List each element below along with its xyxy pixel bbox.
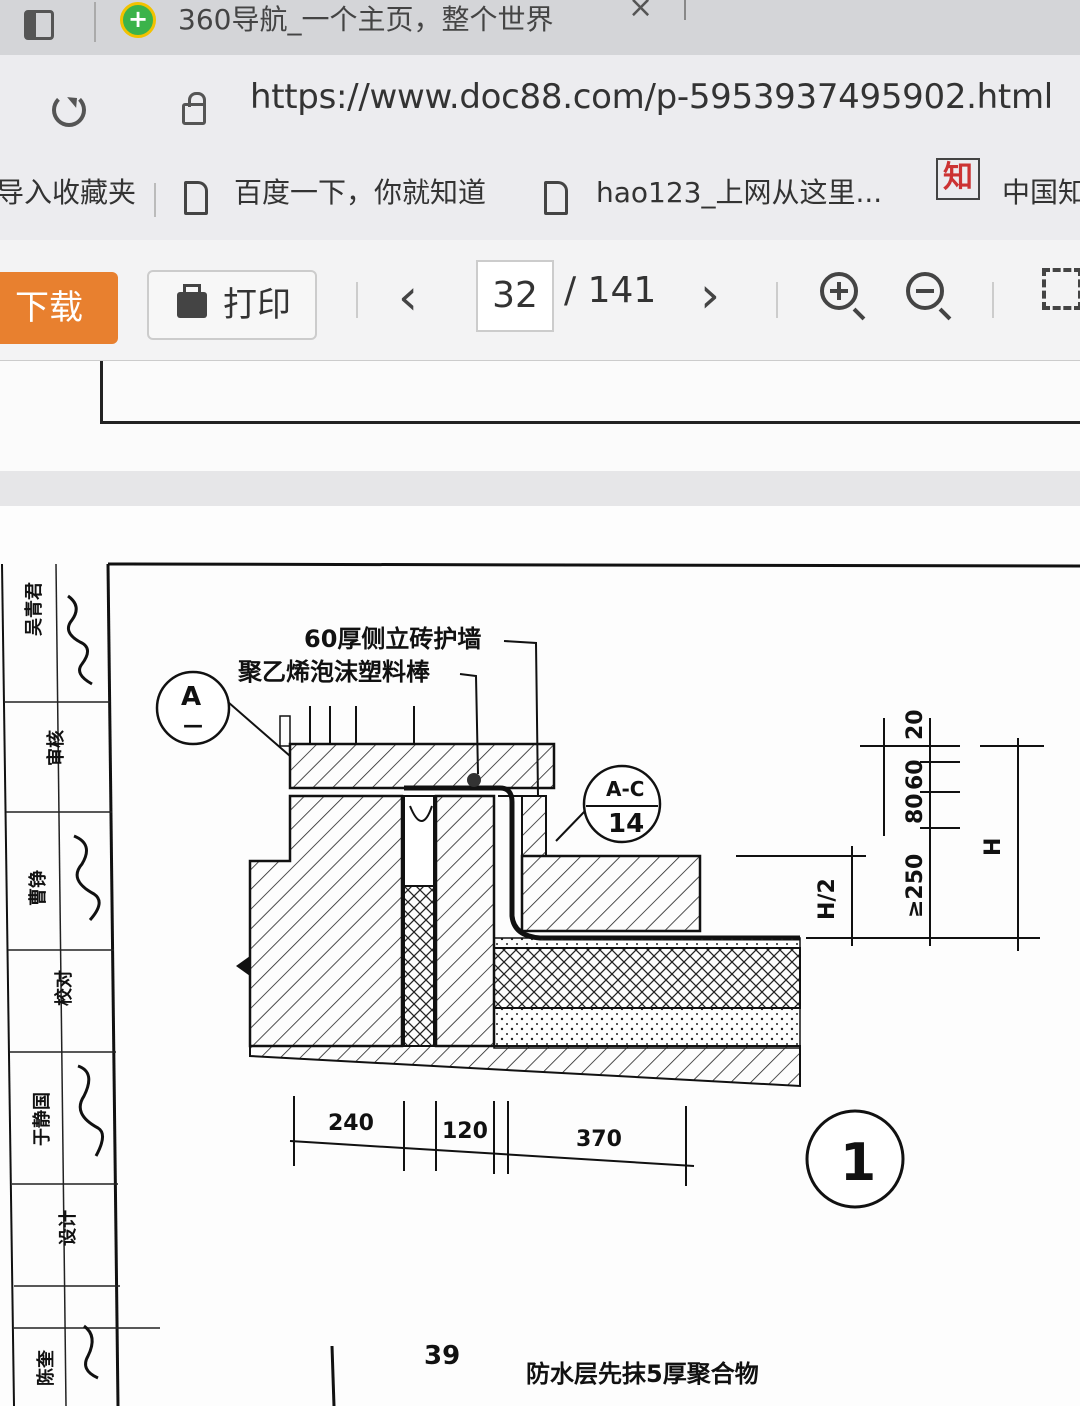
tab-close-icon[interactable]: × — [628, 0, 654, 25]
reload-icon[interactable] — [52, 93, 86, 127]
document-toolbar: 下载 打印 ‹ 32 / 141 › — [0, 240, 1080, 361]
next-page-button[interactable]: › — [700, 266, 720, 324]
import-bookmarks-link[interactable]: 导入收藏夹 — [0, 176, 137, 209]
page-total: / 141 — [564, 270, 657, 311]
tab-title[interactable]: 360导航_一个主页，整个世界 — [178, 3, 554, 36]
toolbar-divider — [776, 282, 778, 318]
document-viewport[interactable]: 吴青君 审核 曹铮 校对 于静国 设计 陈奎 60厚侧立砖护墙 聚乙烯泡沫塑料棒 — [0, 361, 1080, 1406]
address-bar: https://www.doc88.com/p-5953937495902.ht… — [0, 55, 1080, 165]
dim-20: 20 — [903, 709, 928, 740]
previous-page-bottom — [0, 361, 1080, 471]
tab-divider — [94, 2, 96, 42]
tab-bar: + 360导航_一个主页，整个世界 × — [0, 0, 1080, 55]
toolbar-divider — [356, 282, 358, 318]
title-block-name: 曹铮 — [27, 870, 49, 906]
dim-250: ≥250 — [903, 854, 928, 918]
dim-240: 240 — [328, 1111, 374, 1136]
title-block-name: 吴青君 — [24, 582, 45, 636]
signature — [83, 1324, 99, 1380]
bookmark-hao123[interactable]: hao123_上网从这里... — [596, 176, 883, 209]
print-button[interactable]: 打印 — [147, 270, 317, 340]
fit-page-icon[interactable] — [1042, 268, 1080, 310]
url-field[interactable]: https://www.doc88.com/p-5953937495902.ht… — [250, 77, 1053, 117]
dim-80: 80 — [903, 793, 928, 824]
label-foam-rod: 聚乙烯泡沫塑料棒 — [237, 658, 431, 686]
page-icon — [184, 181, 208, 215]
bookmarks-bar: 导入收藏夹 百度一下，你就知道 hao123_上网从这里... 中国知 — [0, 165, 1080, 240]
label-protective-brick-wall: 60厚侧立砖护墙 — [304, 625, 481, 653]
callout-ref-top: A-C — [606, 777, 644, 801]
zoom-in-icon[interactable] — [820, 272, 866, 321]
title-block-check: 校对 — [53, 970, 75, 1006]
dim-370: 370 — [576, 1127, 622, 1152]
signature — [77, 1064, 104, 1157]
bookmark-baidu[interactable]: 百度一下，你就知道 — [234, 176, 487, 209]
zoom-out-icon[interactable] — [906, 272, 952, 321]
signature — [73, 834, 101, 921]
dim-120: 120 — [442, 1119, 488, 1144]
bookmark-divider — [154, 183, 156, 217]
title-block-design: 设计 — [57, 1210, 79, 1246]
document-page: 吴青君 审核 曹铮 校对 于静国 设计 陈奎 60厚侧立砖护墙 聚乙烯泡沫塑料棒 — [0, 506, 1080, 1406]
callout-a: A — [181, 682, 201, 712]
download-button[interactable]: 下载 — [0, 272, 118, 344]
page-icon — [544, 181, 568, 215]
callout-a-sub: — — [183, 713, 203, 737]
title-block-name: 陈奎 — [35, 1349, 57, 1386]
bottom-caption: 防水层先抹5厚聚合物 — [526, 1360, 759, 1388]
360-favicon-icon: + — [120, 2, 156, 38]
bookmark-cnki[interactable]: 中国知 — [1002, 176, 1080, 209]
callout-ref-bottom: 14 — [608, 809, 644, 839]
cnki-icon: 知 — [936, 158, 980, 200]
toolbar-divider — [992, 282, 994, 318]
detail-drawing: 吴青君 审核 曹铮 校对 于静国 设计 陈奎 60厚侧立砖护墙 聚乙烯泡沫塑料棒 — [1, 562, 1080, 1406]
lock-icon[interactable] — [182, 92, 206, 125]
title-block-review: 审核 — [45, 730, 67, 766]
signature — [66, 594, 93, 686]
prev-page-button[interactable]: ‹ — [398, 268, 418, 326]
page-number-input[interactable]: 32 — [476, 260, 554, 332]
dim-h: H — [981, 838, 1006, 856]
printer-icon — [177, 284, 207, 318]
detail-number: 1 — [840, 1133, 876, 1193]
sheet-number: 39 — [424, 1341, 460, 1371]
dim-h-half: H/2 — [815, 878, 840, 920]
tab-separator — [684, 0, 686, 20]
page-border — [100, 361, 1080, 424]
tab-overview-icon[interactable] — [24, 10, 54, 40]
dim-60: 60 — [903, 759, 928, 790]
print-label: 打印 — [223, 285, 291, 325]
title-block-name: 于静国 — [31, 1092, 53, 1146]
